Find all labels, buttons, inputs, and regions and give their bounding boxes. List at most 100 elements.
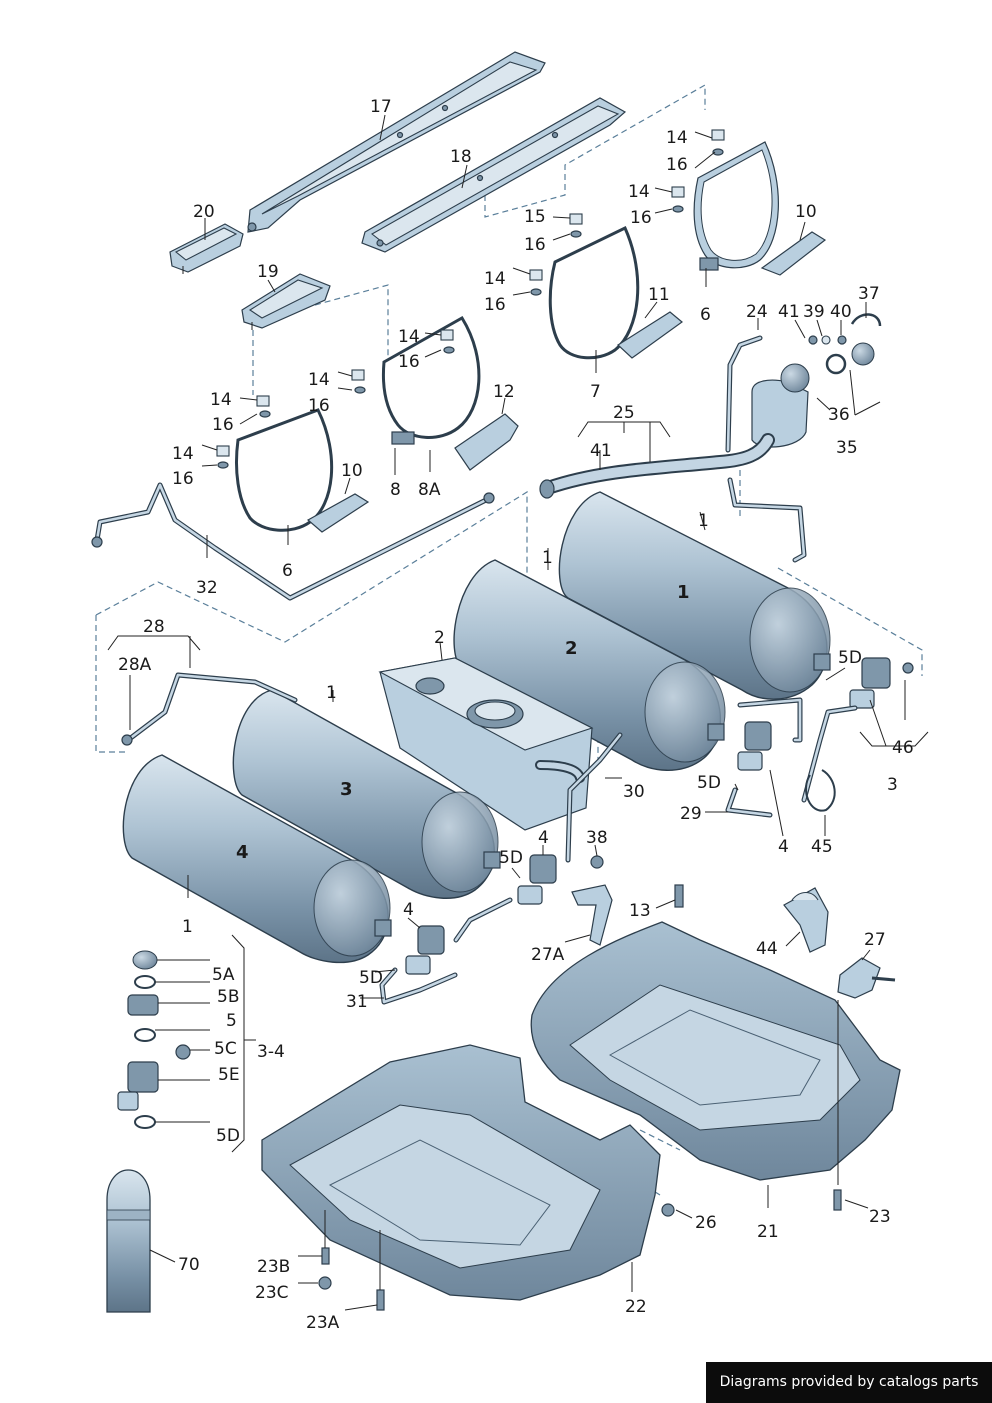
cylinder-70	[106, 1169, 151, 1313]
label-23B: 23B	[257, 1257, 290, 1277]
label-14: 14	[398, 327, 420, 347]
label-25: 25	[613, 403, 635, 423]
bracket-19	[241, 273, 331, 330]
label-24: 24	[746, 302, 768, 322]
label-37: 37	[858, 284, 880, 304]
underbody-tray-22	[261, 1044, 661, 1301]
label-4: 4	[538, 828, 549, 848]
label-5D: 5D	[838, 648, 862, 668]
pad-10-right	[760, 231, 827, 276]
tank-strap-right	[693, 141, 779, 271]
label-17: 17	[370, 97, 392, 117]
label-2: 2	[434, 628, 445, 648]
label-4: 4	[778, 837, 789, 857]
valve-components-5	[117, 950, 191, 1129]
label-5A: 5A	[212, 965, 235, 985]
tank-strap-8	[381, 315, 481, 445]
label-7: 7	[590, 382, 601, 402]
filler-assembly	[725, 313, 882, 453]
label-14: 14	[484, 269, 506, 289]
underbody-tray-21	[530, 921, 901, 1181]
label-26: 26	[695, 1213, 717, 1233]
label-5B: 5B	[217, 987, 239, 1007]
label-18: 18	[450, 147, 472, 167]
label-10: 10	[795, 202, 817, 222]
gas-tank-2	[453, 559, 726, 771]
label-5: 5	[226, 1011, 237, 1031]
label-16: 16	[630, 208, 652, 228]
label-32: 32	[196, 578, 218, 598]
pad-10-left	[306, 493, 370, 533]
label-29: 29	[680, 804, 702, 824]
label-41: 41	[590, 441, 612, 461]
label-16: 16	[524, 235, 546, 255]
label-5D: 5D	[499, 848, 523, 868]
label-1: 1	[698, 511, 709, 531]
label-40: 40	[830, 302, 852, 322]
label-11: 11	[648, 285, 670, 305]
label-30: 30	[623, 782, 645, 802]
mounting-strip-18	[361, 97, 627, 253]
label-8: 8	[390, 480, 401, 500]
label-23: 23	[869, 1207, 891, 1227]
bracket-27A	[571, 884, 613, 946]
label-3: 3	[887, 775, 898, 795]
gas-tank-3	[232, 689, 501, 899]
label-20: 20	[193, 202, 215, 222]
label-1: 1	[542, 548, 553, 568]
vent-line	[727, 477, 807, 563]
label-16: 16	[484, 295, 506, 315]
clip-12	[454, 413, 519, 471]
label-5C: 5C	[214, 1039, 237, 1059]
label-6: 6	[700, 305, 711, 325]
label-31: 31	[346, 992, 368, 1012]
tank-strap-middle	[548, 225, 640, 360]
label-27: 27	[864, 930, 886, 950]
label-8A: 8A	[418, 480, 441, 500]
label-14: 14	[172, 444, 194, 464]
label-4: 4	[403, 900, 414, 920]
label-38: 38	[586, 828, 608, 848]
nuts-and-washers	[216, 129, 725, 469]
label-23C: 23C	[255, 1283, 289, 1303]
label-21: 21	[757, 1222, 779, 1242]
label-16: 16	[398, 352, 420, 372]
label-27A: 27A	[531, 945, 565, 965]
gas-lines	[121, 672, 858, 1005]
pipe-32	[91, 482, 495, 601]
tank-module-2	[378, 657, 594, 831]
label-5D: 5D	[216, 1126, 240, 1146]
label-10: 10	[341, 461, 363, 481]
label-41: 41	[778, 302, 800, 322]
label-14: 14	[666, 128, 688, 148]
label-44: 44	[756, 939, 778, 959]
label-15: 15	[524, 207, 546, 227]
gas-tank-4	[122, 754, 392, 964]
bracket-44	[783, 887, 829, 953]
label-3-4: 3-4	[257, 1042, 285, 1062]
label-12: 12	[493, 382, 515, 402]
bracket-27	[837, 957, 896, 999]
label-22: 22	[625, 1297, 647, 1317]
bracket-20	[169, 223, 244, 274]
label-6: 6	[282, 561, 293, 581]
tank-number-1: 1	[677, 582, 690, 603]
label-36: 36	[828, 405, 850, 425]
tank-number-4: 4	[236, 842, 249, 863]
label-16: 16	[172, 469, 194, 489]
label-46: 46	[892, 738, 914, 758]
pad-11	[617, 311, 683, 359]
label-28: 28	[143, 617, 165, 637]
label-28A: 28A	[118, 655, 152, 675]
filler-pipe-25	[539, 433, 775, 499]
label-23A: 23A	[306, 1313, 340, 1333]
callout-labels: 17 18 20 19 14 16 14 16 10 15 16 14 16 1…	[118, 97, 914, 1333]
label-14: 14	[210, 390, 232, 410]
bolt-13	[674, 884, 684, 908]
mounting-strip-17	[247, 51, 546, 233]
label-35: 35	[836, 438, 858, 458]
gas-tank-1	[558, 491, 831, 700]
leader-lines	[107, 114, 929, 1311]
credit-banner: Diagrams provided by catalogs parts	[706, 1362, 992, 1403]
